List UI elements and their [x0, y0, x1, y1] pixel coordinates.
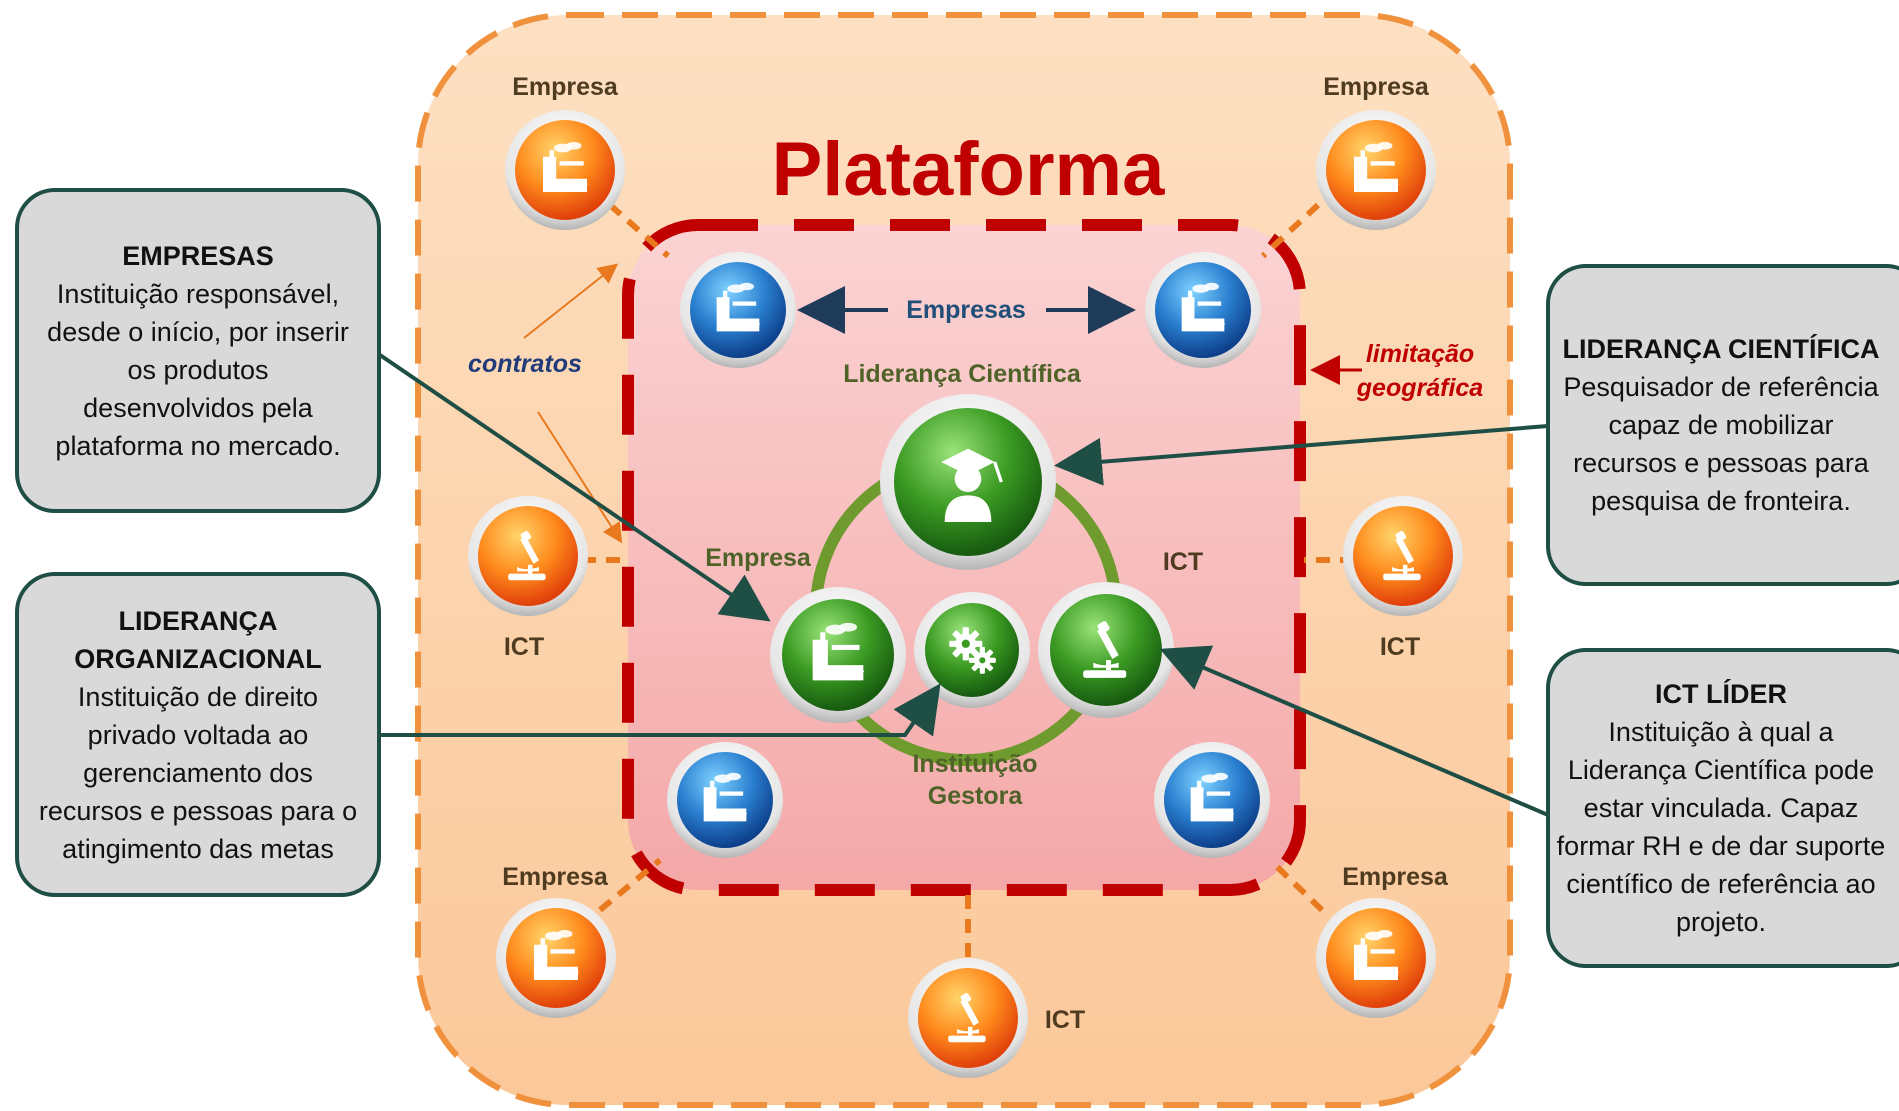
ict-bottom-label: ICT	[1045, 1006, 1085, 1034]
callout-empresas-line: desenvolvidos pela	[83, 392, 313, 423]
callout-lo-line: privado voltada ao	[87, 719, 309, 750]
callout-empresas: EMPRESAS Instituição responsável, desde …	[15, 188, 381, 513]
callout-empresas-title: EMPRESAS	[122, 240, 274, 271]
callout-lo-line: gerenciamento dos	[83, 757, 313, 788]
ict-green-icon	[1038, 582, 1174, 718]
instituicao-gestora-label-2: Gestora	[928, 782, 1024, 810]
ict-left-icon	[468, 496, 588, 616]
empresa-blue-tr-icon	[1145, 252, 1261, 368]
callout-ict-line: projeto.	[1675, 907, 1767, 937]
empresa-br-label: Empresa	[1342, 863, 1449, 891]
empresa-tr-label: Empresa	[1323, 73, 1430, 101]
callout-empresas-line: os produtos	[127, 354, 269, 385]
contratos-arrow-down	[537, 411, 623, 544]
callout-lo-title-2: ORGANIZACIONAL	[74, 643, 322, 674]
ict-lider-pointer	[1159, 645, 1549, 817]
empresa-blue-br-icon	[1154, 742, 1270, 858]
empresa-blue-bl-icon	[667, 742, 783, 858]
limitacao-label-1: limitação	[1366, 340, 1474, 368]
ict-left-label: ICT	[504, 633, 544, 661]
callout-lo-line: atingimento das metas	[62, 833, 334, 864]
contratos-label: contratos	[468, 350, 582, 378]
callout-empresas-line: plataforma no mercado.	[55, 430, 341, 461]
ict-bottom-icon	[908, 958, 1028, 1078]
callout-ict-line: Instituição à qual a	[1608, 717, 1834, 747]
callout-lc-line: pesquisa de fronteira.	[1591, 486, 1851, 516]
empresa-tr-icon	[1316, 110, 1436, 230]
callout-lo-title-1: LIDERANÇA	[118, 605, 278, 636]
callout-empresas-line: desde o início, por inserir	[47, 316, 349, 347]
callout-lideranca-cientifica: LIDERANÇA CIENTÍFICA Pesquisador de refe…	[1546, 264, 1899, 586]
empresa-br-icon	[1316, 898, 1436, 1018]
ict-inner-label: ICT	[1163, 548, 1203, 576]
ict-right-label: ICT	[1380, 633, 1420, 661]
callout-ict-line: científico de referência ao	[1566, 869, 1876, 899]
empresas-arrow-label: Empresas	[906, 296, 1026, 324]
instituicao-gestora-label-1: Instituição	[912, 750, 1037, 778]
callout-lo-line: Instituição de direito	[77, 681, 319, 712]
empresa-bl-label: Empresa	[502, 863, 609, 891]
instituicao-gestora-icon	[914, 592, 1030, 708]
lideranca-cientifica-icon	[880, 394, 1056, 570]
empresa-tl-icon	[505, 110, 625, 230]
empresa-inner-label: Empresa	[705, 544, 812, 572]
callout-ict-lider: ICT LÍDER Instituição à qual a Liderança…	[1546, 648, 1899, 968]
callout-lc-line: capaz de mobilizar	[1608, 410, 1834, 440]
callout-ict-line: Liderança Científica pode	[1567, 755, 1875, 785]
callout-empresas-line: Instituição responsável,	[56, 278, 340, 309]
contratos-arrow-up	[523, 263, 619, 339]
lideranca-cientifica-pointer	[1054, 424, 1549, 486]
limitacao-label-2: geográfica	[1356, 374, 1484, 402]
callout-ict-title: ICT LÍDER	[1655, 679, 1787, 709]
empresa-tl-label: Empresa	[512, 73, 619, 101]
plataforma-title: Plataforma	[772, 127, 1166, 212]
callout-lo-line: recursos e pessoas para o	[38, 795, 358, 826]
ict-right-icon	[1343, 496, 1463, 616]
callout-lc-line: recursos e pessoas para	[1573, 448, 1869, 478]
empresa-blue-tl-icon	[680, 252, 796, 368]
lideranca-organizacional-pointer	[380, 683, 941, 737]
callout-lc-title: LIDERANÇA CIENTÍFICA	[1562, 334, 1880, 364]
callout-lideranca-organizacional: LIDERANÇA ORGANIZACIONAL Instituição de …	[15, 572, 381, 897]
empresa-green-icon	[770, 587, 906, 723]
callout-ict-line: formar RH e de dar suporte	[1556, 831, 1886, 861]
callout-ict-line: estar vinculada. Capaz	[1583, 793, 1859, 823]
callout-lc-line: Pesquisador de referência	[1563, 372, 1879, 402]
lideranca-cientifica-label: Liderança Científica	[843, 360, 1082, 388]
empresa-bl-icon	[496, 898, 616, 1018]
empresas-pointer	[378, 353, 771, 622]
